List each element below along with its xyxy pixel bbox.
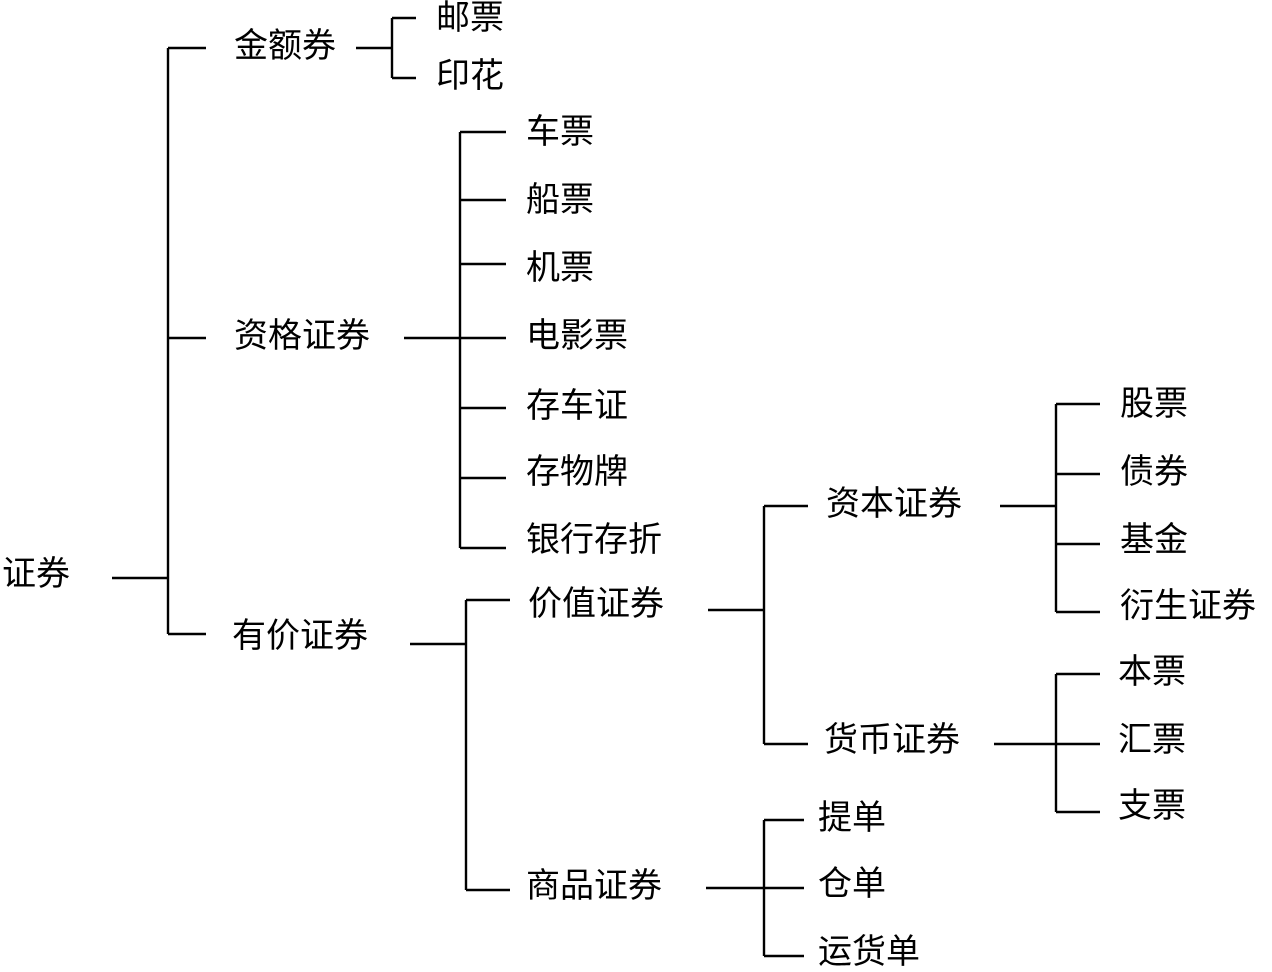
node-currency-item: 支票 <box>1118 786 1186 826</box>
node-qualification-item: 存车证 <box>526 386 628 426</box>
node-currency-securities: 货币证券 <box>824 720 960 760</box>
node-valuable-securities: 有价证券 <box>232 616 368 656</box>
node-capital-item: 衍生证券 <box>1120 586 1256 626</box>
node-qualification-item: 存物牌 <box>526 452 628 492</box>
node-goods-item: 仓单 <box>818 864 886 904</box>
node-qualification-item: 机票 <box>526 248 594 288</box>
node-revenue-stamp: 印花 <box>436 56 504 96</box>
node-qualification-securities: 资格证券 <box>234 316 370 356</box>
node-currency-item: 汇票 <box>1118 720 1186 760</box>
node-capital-item: 股票 <box>1120 384 1188 424</box>
node-qualification-item: 银行存折 <box>526 520 662 560</box>
node-currency-item: 本票 <box>1118 652 1186 692</box>
node-qualification-item: 电影票 <box>526 316 628 356</box>
node-qualification-item: 车票 <box>526 112 594 152</box>
node-goods-item: 运货单 <box>818 932 920 972</box>
node-qualification-item: 船票 <box>526 180 594 220</box>
node-root: 证券 <box>2 554 70 594</box>
node-goods-item: 提单 <box>818 798 886 838</box>
node-capital-securities: 资本证券 <box>826 484 962 524</box>
node-capital-item: 债券 <box>1120 452 1188 492</box>
node-goods-securities: 商品证券 <box>526 866 662 906</box>
node-stamp: 邮票 <box>436 0 504 38</box>
node-amount-voucher: 金额券 <box>234 26 336 66</box>
node-value-securities: 价值证券 <box>528 584 664 624</box>
node-capital-item: 基金 <box>1120 520 1188 560</box>
